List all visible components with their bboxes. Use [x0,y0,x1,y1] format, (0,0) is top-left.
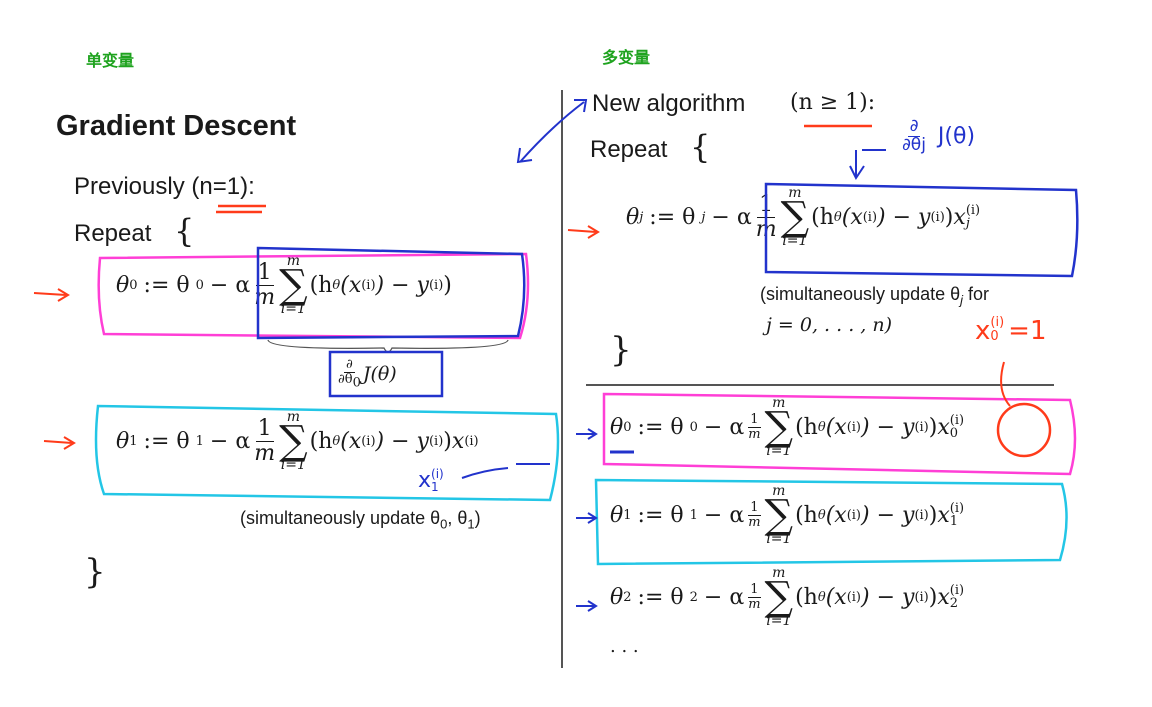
tag-multi-variable: 多变量 [602,48,651,67]
simultaneous-update-left: (simultaneously update θ0, θ1) [240,508,481,532]
brace-close-left: } [84,552,106,592]
brace-open-left: { [174,212,195,250]
handwritten-x1: x (i)1 [418,467,444,495]
blue-arrow-r3 [576,600,598,612]
ellipsis: . . . [610,636,639,657]
blue-down-arrow [849,149,886,180]
simultaneous-update-right: (simultaneously update θj for [760,284,990,308]
handwritten-x0-equals-1: x (i)0 =1 [975,315,1047,346]
tag-single-variable: 单变量 [86,51,135,70]
brace-close-right: } [610,330,632,370]
red-circle-x0 [996,402,1052,458]
previously-label: Previously (n=1): [74,173,255,200]
repeat-label-right: Repeat [590,136,668,163]
handwritten-derivative: ∂∂θj J(θ) [902,116,976,155]
blue-arrow-r1 [576,428,598,440]
red-underline-n1 [216,204,266,214]
new-algorithm-label: New algorithm [592,90,746,117]
red-arrow-1 [33,288,70,302]
underbrace [267,339,509,353]
condition-label: (n ≥ 1): [790,90,876,115]
red-arrow-2 [43,436,76,450]
derivative-term: ∂∂θ0 J(θ) [338,357,397,391]
red-arrow-thetaj [567,225,600,239]
section-divider [586,384,1054,386]
blue-arrow-r2 [576,512,598,524]
blue-curve-arrow [516,99,588,164]
page-title: Gradient Descent [56,110,297,142]
index-range: j = 0, . . . , n) [766,314,893,336]
repeat-label-left: Repeat [74,220,152,247]
brace-open-right: { [690,128,711,166]
column-divider [561,90,563,668]
